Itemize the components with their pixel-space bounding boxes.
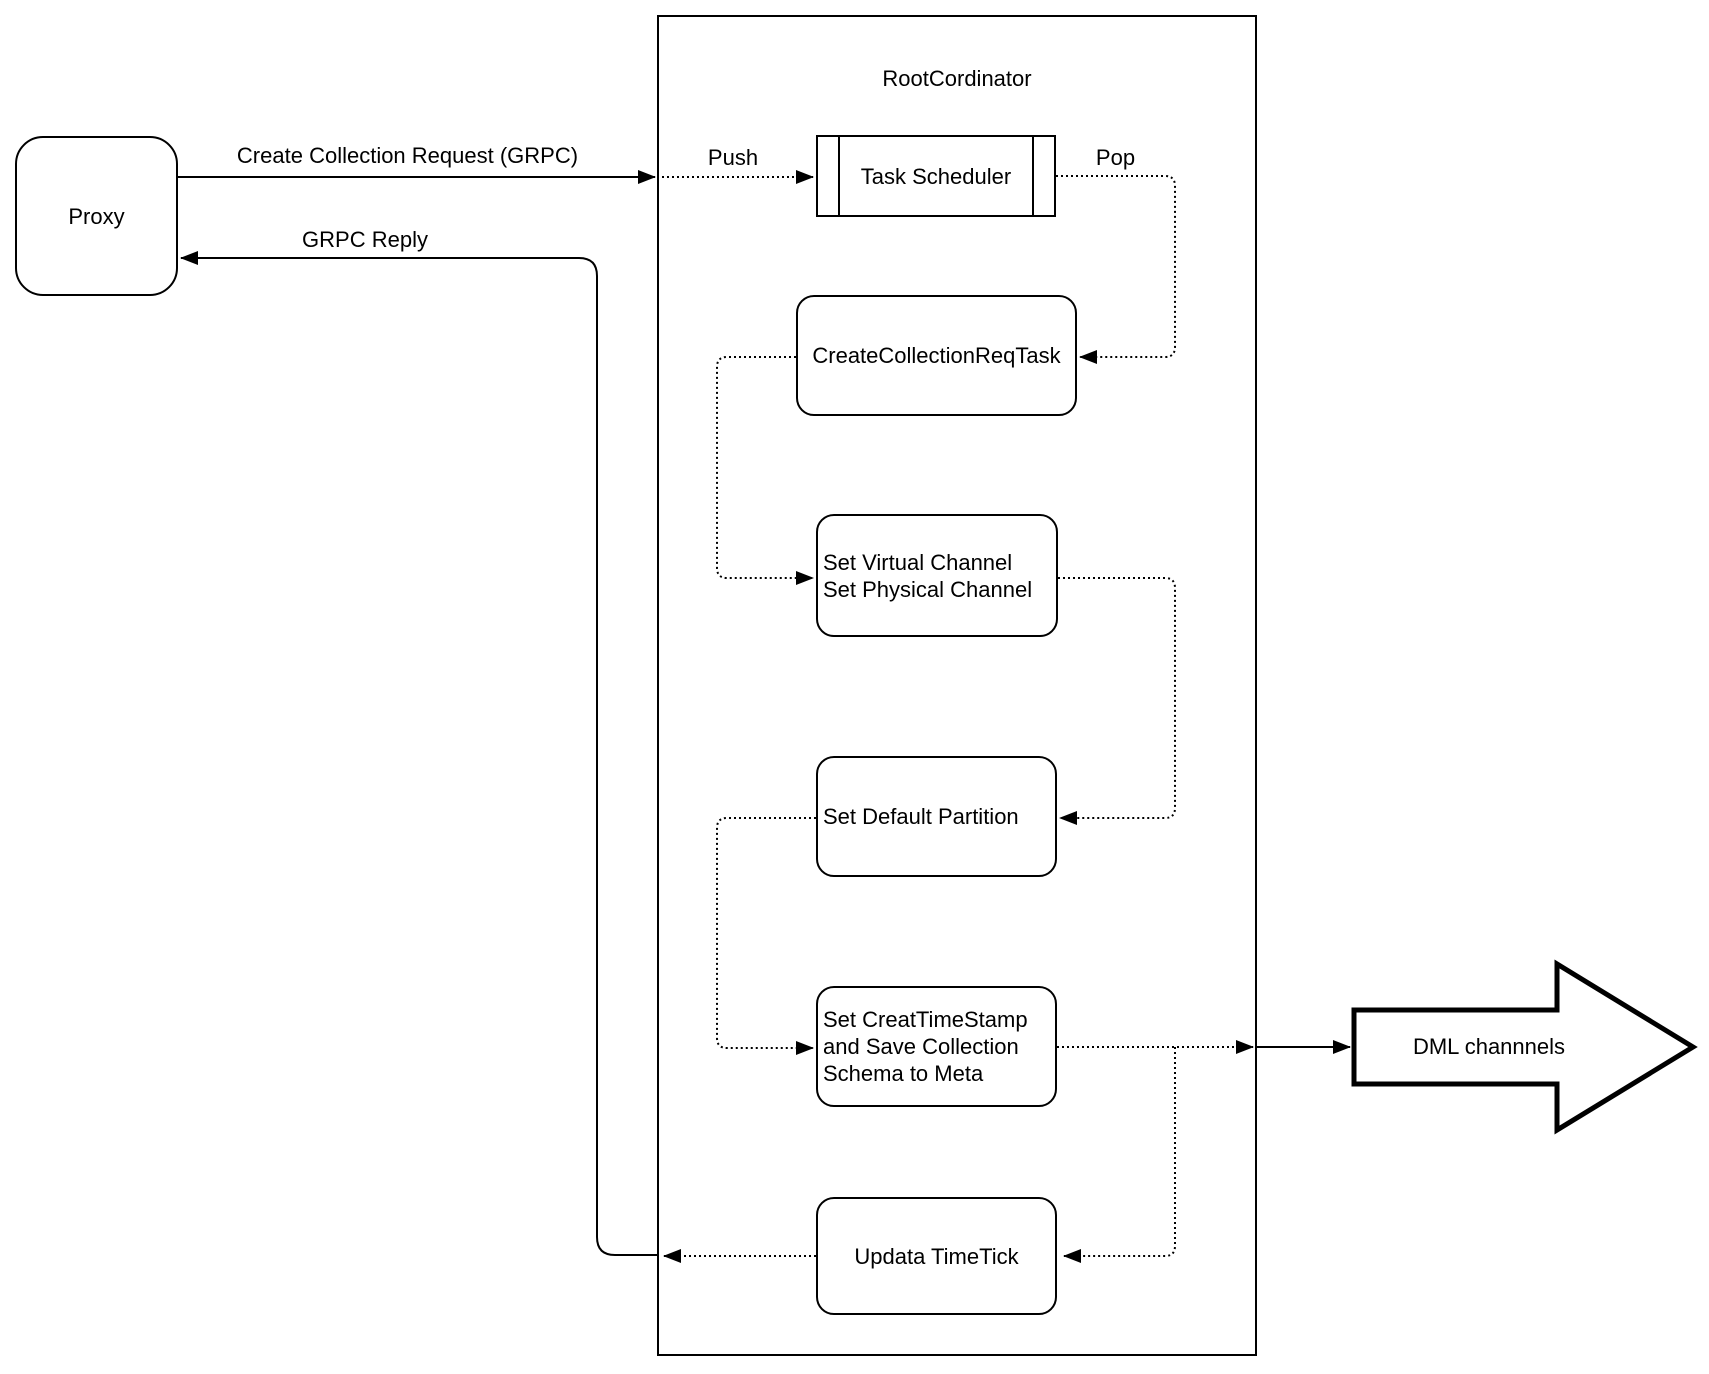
edge-timestamp-to-timetick [1063, 1047, 1176, 1263]
node-set-creat-timestamp-label: Set CreatTimeStamp and Save Collection S… [823, 1007, 1028, 1086]
node-set-creat-timestamp: Set CreatTimeStamp and Save Collection S… [816, 986, 1057, 1107]
edge-label-grpc-reply: GRPC Reply [302, 227, 428, 252]
node-updata-timetick-label: Updata TimeTick [854, 1243, 1019, 1269]
root-coordinator-title: RootCordinator [882, 66, 1032, 91]
node-create-collection-req-task-label: CreateCollectionReqTask [812, 343, 1061, 368]
node-task-scheduler-label: Task Scheduler [860, 163, 1012, 189]
node-set-default-partition: Set Default Partition [816, 756, 1057, 877]
edge-label-push: Push [707, 145, 759, 170]
node-set-default-partition-label: Set Default Partition [823, 804, 1019, 829]
node-set-channels-label: Set Virtual Channel Set Physical Channel [823, 549, 1033, 602]
edge-reqtask-to-channels [716, 356, 814, 585]
edge-channels-to-partition [1058, 577, 1176, 825]
task-scheduler-right-bar [1032, 137, 1034, 215]
node-proxy: Proxy [15, 136, 178, 296]
root-coordinator-container [657, 15, 1257, 1356]
node-proxy-label: Proxy [68, 203, 125, 229]
edge-grpc-reply [180, 251, 657, 1256]
dml-channels-label: DML channnels [1412, 1034, 1566, 1059]
node-set-channels: Set Virtual Channel Set Physical Channel [816, 514, 1058, 637]
edge-label-create-collection-request: Create Collection Request (GRPC) [236, 143, 579, 168]
task-scheduler-left-bar [838, 137, 840, 215]
node-create-collection-req-task: CreateCollectionReqTask [796, 295, 1077, 416]
node-task-scheduler: Task Scheduler [816, 135, 1056, 217]
edge-label-pop: Pop [1095, 145, 1136, 170]
node-updata-timetick: Updata TimeTick [816, 1197, 1057, 1315]
edge-partition-to-timestamp [716, 817, 816, 1055]
edge-pop [1056, 175, 1176, 364]
dml-channels-arrow [1351, 959, 1698, 1135]
